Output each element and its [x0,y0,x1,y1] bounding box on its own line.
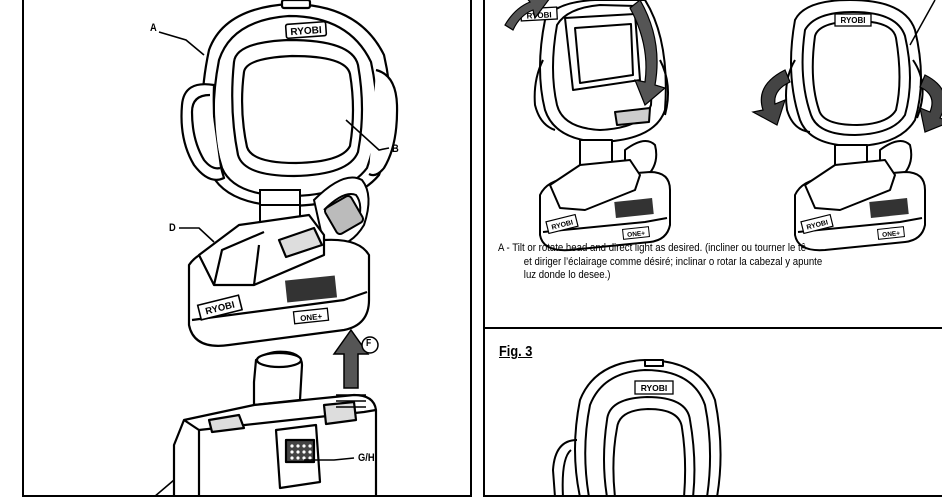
work-light-illustration: RYOBI RYOBI ONE+ [155,0,399,495]
fig3-heading: Fig. 3 [499,343,533,360]
callout-gh: G/H [358,452,375,464]
caption-line-3: luz donde lo desee.) [523,269,611,281]
callout-f: F [366,338,372,349]
callout-d: D [169,222,176,234]
svg-text:ONE+: ONE+ [627,230,646,239]
right-logo-2: RYOBI RYOBI ONE+ [800,13,906,240]
direction-arrow-up-icon [332,328,379,408]
base-grille [284,275,338,303]
right-figure-panel: RYOBI RYOBI ONE+ [483,0,942,497]
figure-caption: A - Tilt or rotate head and direct light… [498,242,885,283]
caption-line-2: et diriger l’éclairage comme désiré; inc… [523,255,823,268]
svg-text:RYOBI: RYOBI [526,10,551,20]
head-logo: RYOBI [284,20,328,40]
callout-a: A [150,22,157,34]
caption-line-1: A - Tilt or rotate head and direct light… [498,242,807,254]
tilt-rotate-illustration: RYOBI RYOBI ONE+ [504,0,942,495]
left-figure-panel: RYOBI RYOBI ONE+ [22,0,472,497]
section-divider [483,327,942,329]
svg-text:RYOBI: RYOBI [840,16,865,25]
clamp-jaw [197,213,326,287]
tilt-arrow-icon [504,0,667,106]
callout-b: B [392,143,399,155]
svg-text:ONE+: ONE+ [300,312,323,323]
base-logo: RYOBI ONE+ [196,294,330,325]
fig3-logo: RYOBI [634,380,674,395]
svg-text:ONE+: ONE+ [882,230,901,239]
lens [241,54,355,165]
svg-text:RYOBI: RYOBI [641,383,668,393]
svg-text:RYOBI: RYOBI [290,25,322,38]
